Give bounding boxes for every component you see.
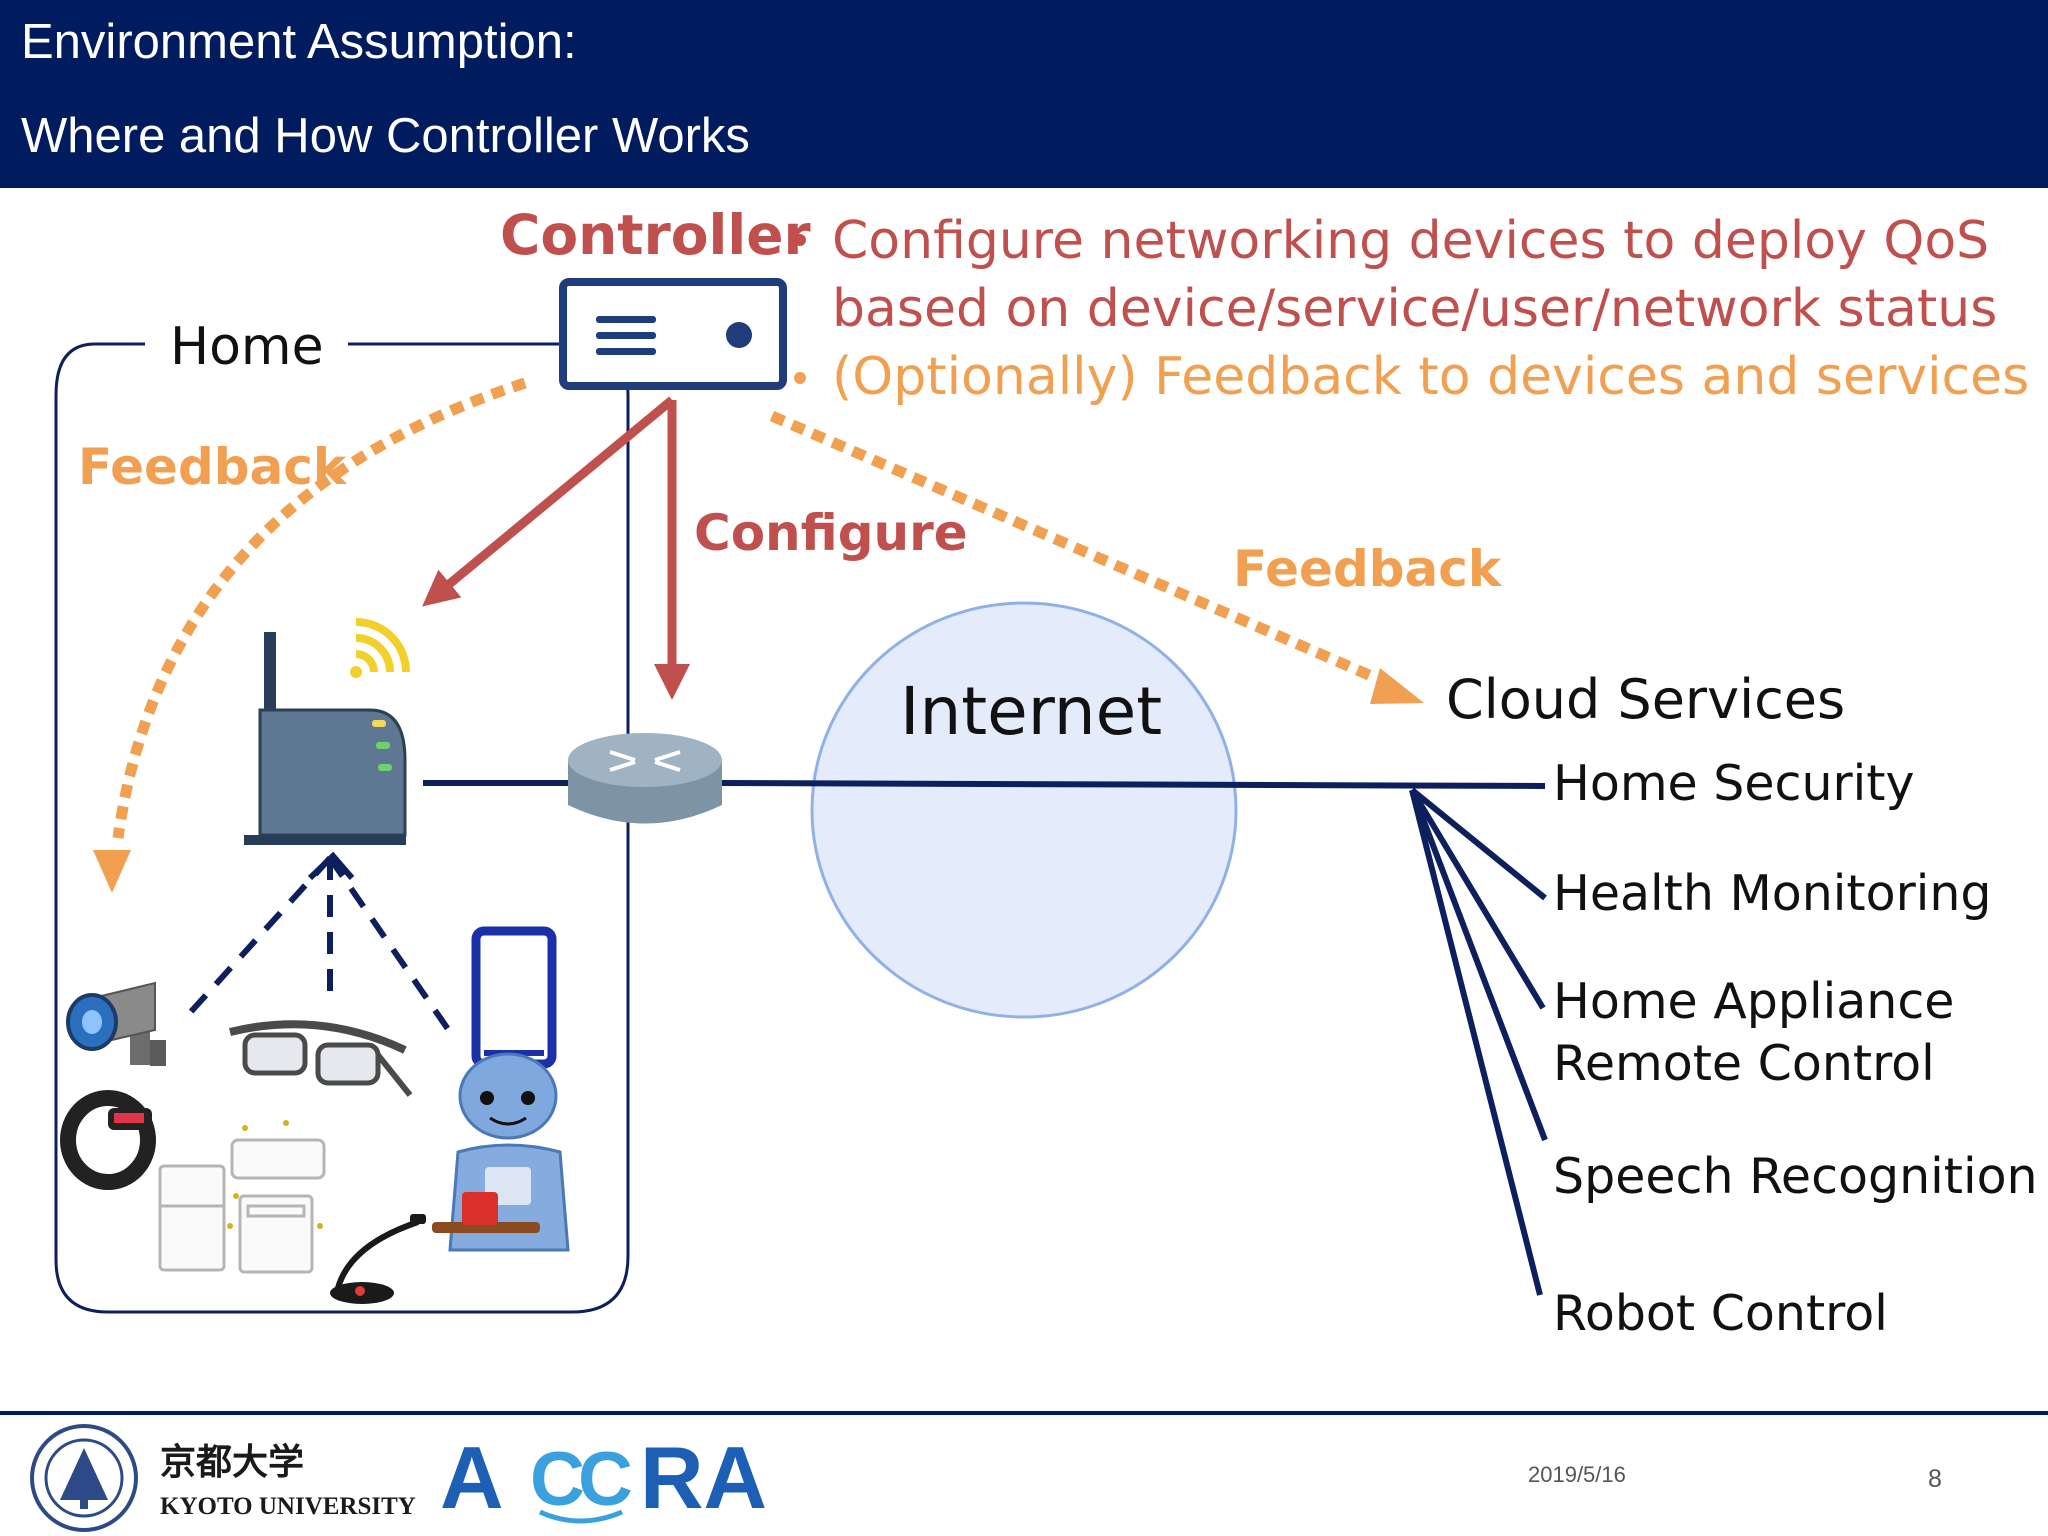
internet-label: Internet bbox=[900, 673, 1162, 750]
feedback-arrow-left bbox=[112, 377, 527, 839]
service-speech-recognition: Speech Recognition bbox=[1553, 1148, 2038, 1205]
smartphone-icon bbox=[471, 926, 557, 1069]
svg-text:RA: RA bbox=[640, 1428, 767, 1527]
title-bar: Environment Assumption: Where and How Co… bbox=[0, 0, 2048, 188]
configure-arrow-to-wifi bbox=[422, 396, 675, 607]
configure-label: Configure bbox=[694, 504, 968, 562]
fitness-band-icon bbox=[60, 1090, 156, 1190]
svg-text:C: C bbox=[530, 1437, 585, 1522]
router-to-cloud-link bbox=[721, 780, 1546, 789]
feedback-arrowhead-left bbox=[93, 850, 131, 893]
service-home-appliance-line-2: Remote Control bbox=[1553, 1035, 1935, 1092]
service-robot-control: Robot Control bbox=[1553, 1285, 1888, 1342]
bullet-1-line-1: Configure networking devices to deploy Q… bbox=[832, 211, 1989, 271]
network-router-icon bbox=[568, 733, 722, 824]
microphone-icon bbox=[330, 1214, 426, 1304]
svg-text:C: C bbox=[578, 1437, 633, 1522]
slide-date: 2019/5/16 bbox=[1528, 1462, 1626, 1487]
kyoto-university-name: KYOTO UNIVERSITY bbox=[160, 1493, 416, 1520]
wireless-links bbox=[185, 855, 455, 1037]
footer-divider bbox=[0, 1411, 2048, 1415]
sparkles bbox=[227, 1120, 323, 1229]
controller-server-icon bbox=[559, 278, 787, 390]
service-branches bbox=[1409, 787, 1548, 1296]
service-health-monitoring: Health Monitoring bbox=[1553, 865, 1992, 922]
bullet-dot-1 bbox=[794, 234, 806, 246]
service-home-appliance-line-1: Home Appliance bbox=[1553, 973, 1954, 1030]
feedback-arrow-right bbox=[769, 410, 1388, 688]
bullet-2-line-1: (Optionally) Feedback to devices and ser… bbox=[832, 347, 2029, 407]
robot-icon bbox=[432, 1052, 570, 1252]
internet-cloud bbox=[810, 601, 1238, 1019]
smart-glasses-icon bbox=[229, 1020, 413, 1097]
bullet-1-line-2: based on device/service/user/network sta… bbox=[832, 279, 1997, 339]
feedback-arrowhead-right bbox=[1370, 668, 1424, 704]
svg-text:A: A bbox=[440, 1428, 504, 1527]
wifi-router-icon bbox=[244, 618, 410, 845]
service-home-security: Home Security bbox=[1553, 755, 1915, 812]
security-camera-icon bbox=[66, 981, 166, 1066]
wireless-arrowhead bbox=[307, 851, 355, 881]
home-appliances-icon bbox=[158, 1138, 326, 1274]
slide-number: 8 bbox=[1928, 1465, 1942, 1493]
accra-logo: A C C RA bbox=[440, 1428, 767, 1527]
kyoto-university-seal-icon bbox=[30, 1424, 138, 1532]
title-line-1: Environment Assumption: bbox=[21, 15, 577, 69]
feedback-label-left: Feedback bbox=[78, 438, 348, 496]
cloud-services-label: Cloud Services bbox=[1446, 668, 1845, 731]
home-label: Home bbox=[170, 317, 324, 377]
bullet-dot-2 bbox=[794, 372, 806, 384]
title-line-2: Where and How Controller Works bbox=[21, 109, 750, 163]
kyoto-university-kanji: 京都大学 bbox=[160, 1441, 304, 1483]
controller-label: Controller bbox=[500, 203, 811, 267]
feedback-label-right: Feedback bbox=[1233, 540, 1503, 598]
